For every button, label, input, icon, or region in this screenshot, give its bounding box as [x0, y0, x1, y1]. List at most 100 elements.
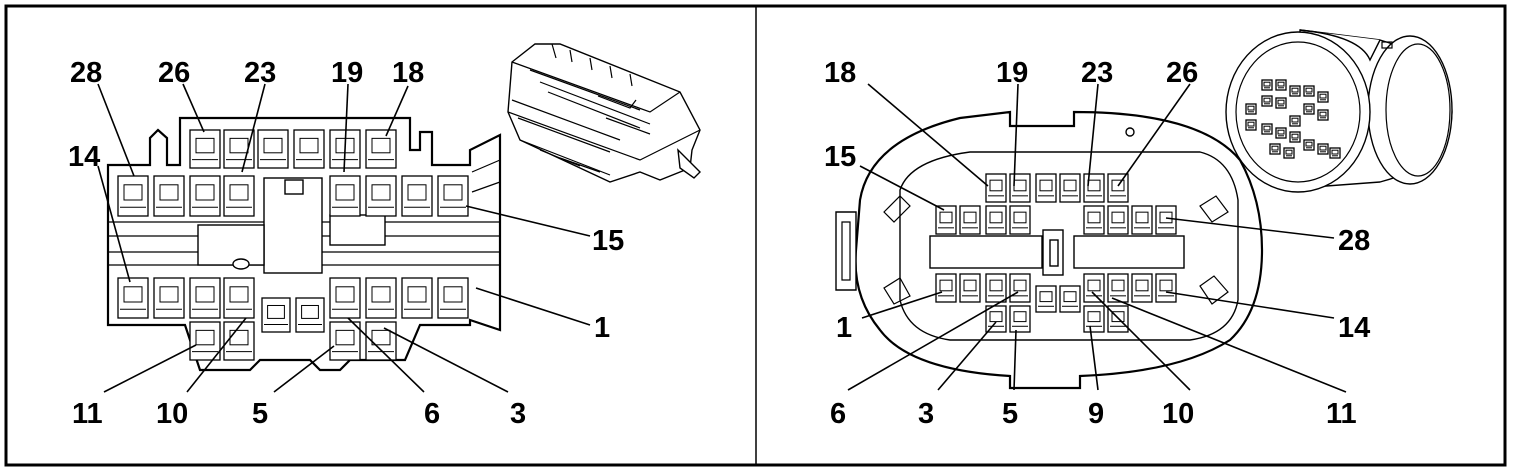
- round-connector-face-cavity: [1245, 119, 1257, 131]
- left-bottom-cavity: [329, 321, 361, 361]
- right-connector-isometric-illustration: [1225, 29, 1453, 193]
- right-pin-label-3: 3: [918, 398, 934, 430]
- right-upper-row-cavity: [1131, 205, 1153, 235]
- left-top-cavity: [223, 129, 255, 169]
- right-upper-row-cavity: [1155, 205, 1177, 235]
- right-pin-label-28: 28: [1338, 225, 1370, 257]
- round-connector-face-cavity: [1283, 147, 1295, 159]
- round-connector-face-cavity: [1289, 85, 1301, 97]
- left-upper-row-cavity: [329, 175, 361, 217]
- left-pin-label-18: 18: [392, 57, 424, 89]
- left-lower-row-cavity: [365, 277, 397, 319]
- left-pin-labels: 28 26 23 19 18 14 15 1 11 10 5 6 3: [68, 57, 624, 430]
- round-connector-face-cavity: [1245, 103, 1257, 115]
- left-lower-row-cavity: [153, 277, 185, 319]
- right-upper-row-cavity: [985, 205, 1007, 235]
- left-upper-row-cavity: [223, 175, 255, 217]
- round-connector-face-cavity: [1303, 139, 1315, 151]
- left-top-cavity: [365, 129, 397, 169]
- round-connector-face-cavity: [1275, 127, 1287, 139]
- round-connector-face-cavity: [1303, 85, 1315, 97]
- left-pin-label-10: 10: [156, 398, 188, 430]
- left-pin-label-11: 11: [72, 398, 103, 430]
- left-upper-row-cavity: [189, 175, 221, 217]
- round-connector-face-cavity: [1329, 147, 1341, 159]
- round-connector-face-cavity: [1261, 79, 1273, 91]
- left-upper-row-cavity: [401, 175, 433, 217]
- round-connector-face-cavity: [1289, 115, 1301, 127]
- left-upper-row-cavity: [117, 175, 149, 217]
- left-lower-row-cavity: [117, 277, 149, 319]
- right-bottom-cavity: [1009, 305, 1031, 333]
- left-upper-row-cavity: [153, 175, 185, 217]
- right-pin-label-1: 1: [836, 312, 852, 344]
- left-middle-cavity: [295, 297, 325, 333]
- left-pin-label-15: 15: [592, 225, 624, 257]
- left-pin-label-23: 23: [244, 57, 276, 89]
- round-connector-face-cavity: [1317, 143, 1329, 155]
- round-connector-face-cavity: [1317, 109, 1329, 121]
- left-pin-label-1: 1: [594, 312, 610, 344]
- right-bottom-cavity: [985, 305, 1007, 333]
- left-middle-cavity: [261, 297, 291, 333]
- right-lower-row-cavity: [985, 273, 1007, 303]
- round-connector-face-cavity: [1303, 103, 1315, 115]
- left-lower-row-cavity: [329, 277, 361, 319]
- right-pin-label-23: 23: [1081, 57, 1113, 89]
- left-pin-label-19: 19: [331, 57, 363, 89]
- right-upper-row-cavity: [1107, 205, 1129, 235]
- left-top-cavity: [257, 129, 289, 169]
- left-leader-lines: [97, 83, 591, 393]
- right-pin-label-15: 15: [824, 141, 856, 173]
- right-middle-cavity: [1035, 285, 1057, 313]
- right-lower-row-cavity: [935, 273, 957, 303]
- left-connector-drawing: [106, 116, 502, 372]
- right-top-cavity: [985, 173, 1007, 203]
- right-pin-label-9: 9: [1088, 398, 1104, 430]
- round-connector-face-cavity: [1275, 97, 1287, 109]
- left-lower-row-cavity: [437, 277, 469, 319]
- right-bottom-cavity: [1083, 305, 1105, 333]
- right-pin-label-6: 6: [830, 398, 846, 430]
- left-top-cavity: [293, 129, 325, 169]
- right-pin-label-19: 19: [996, 57, 1028, 89]
- right-lower-row-cavity: [1155, 273, 1177, 303]
- right-pin-label-11: 11: [1326, 398, 1357, 430]
- round-connector-face-cavity: [1317, 91, 1329, 103]
- right-pin-label-10: 10: [1162, 398, 1194, 430]
- right-top-cavity: [1059, 173, 1081, 203]
- left-pin-label-14: 14: [68, 141, 100, 173]
- right-pin-label-26: 26: [1166, 57, 1198, 89]
- right-upper-row-cavity: [1083, 205, 1105, 235]
- left-upper-row-cavity: [365, 175, 397, 217]
- left-pin-label-5: 5: [252, 398, 268, 430]
- right-top-cavity: [1035, 173, 1057, 203]
- right-top-cavity: [1083, 173, 1105, 203]
- left-pin-label-6: 6: [424, 398, 440, 430]
- right-lower-row-cavity: [1009, 273, 1031, 303]
- round-connector-face-cavity: [1289, 131, 1301, 143]
- right-pin-label-14: 14: [1338, 312, 1370, 344]
- right-upper-row-cavity: [1009, 205, 1031, 235]
- round-connector-face-cavity: [1261, 123, 1273, 135]
- right-middle-cavity: [1059, 285, 1081, 313]
- round-connector-face-cavity: [1261, 95, 1273, 107]
- right-pin-label-5: 5: [1002, 398, 1018, 430]
- left-pin-label-28: 28: [70, 57, 102, 89]
- left-bottom-cavity: [223, 321, 255, 361]
- left-pin-label-3: 3: [510, 398, 526, 430]
- right-top-cavity: [1107, 173, 1129, 203]
- right-connector-drawing: [835, 110, 1264, 390]
- round-connector-face-cavity: [1269, 143, 1281, 155]
- left-bottom-cavity: [189, 321, 221, 361]
- right-pin-labels: 18 19 23 26 15 28 1 14 6 3 5 9 10 11: [824, 57, 1370, 430]
- right-pin-label-18: 18: [824, 57, 856, 89]
- left-pin-label-26: 26: [158, 57, 190, 89]
- left-lower-row-cavity: [189, 277, 221, 319]
- right-lower-row-cavity: [959, 273, 981, 303]
- left-lower-row-cavity: [401, 277, 433, 319]
- right-lower-row-cavity: [1107, 273, 1129, 303]
- right-lower-row-cavity: [1131, 273, 1153, 303]
